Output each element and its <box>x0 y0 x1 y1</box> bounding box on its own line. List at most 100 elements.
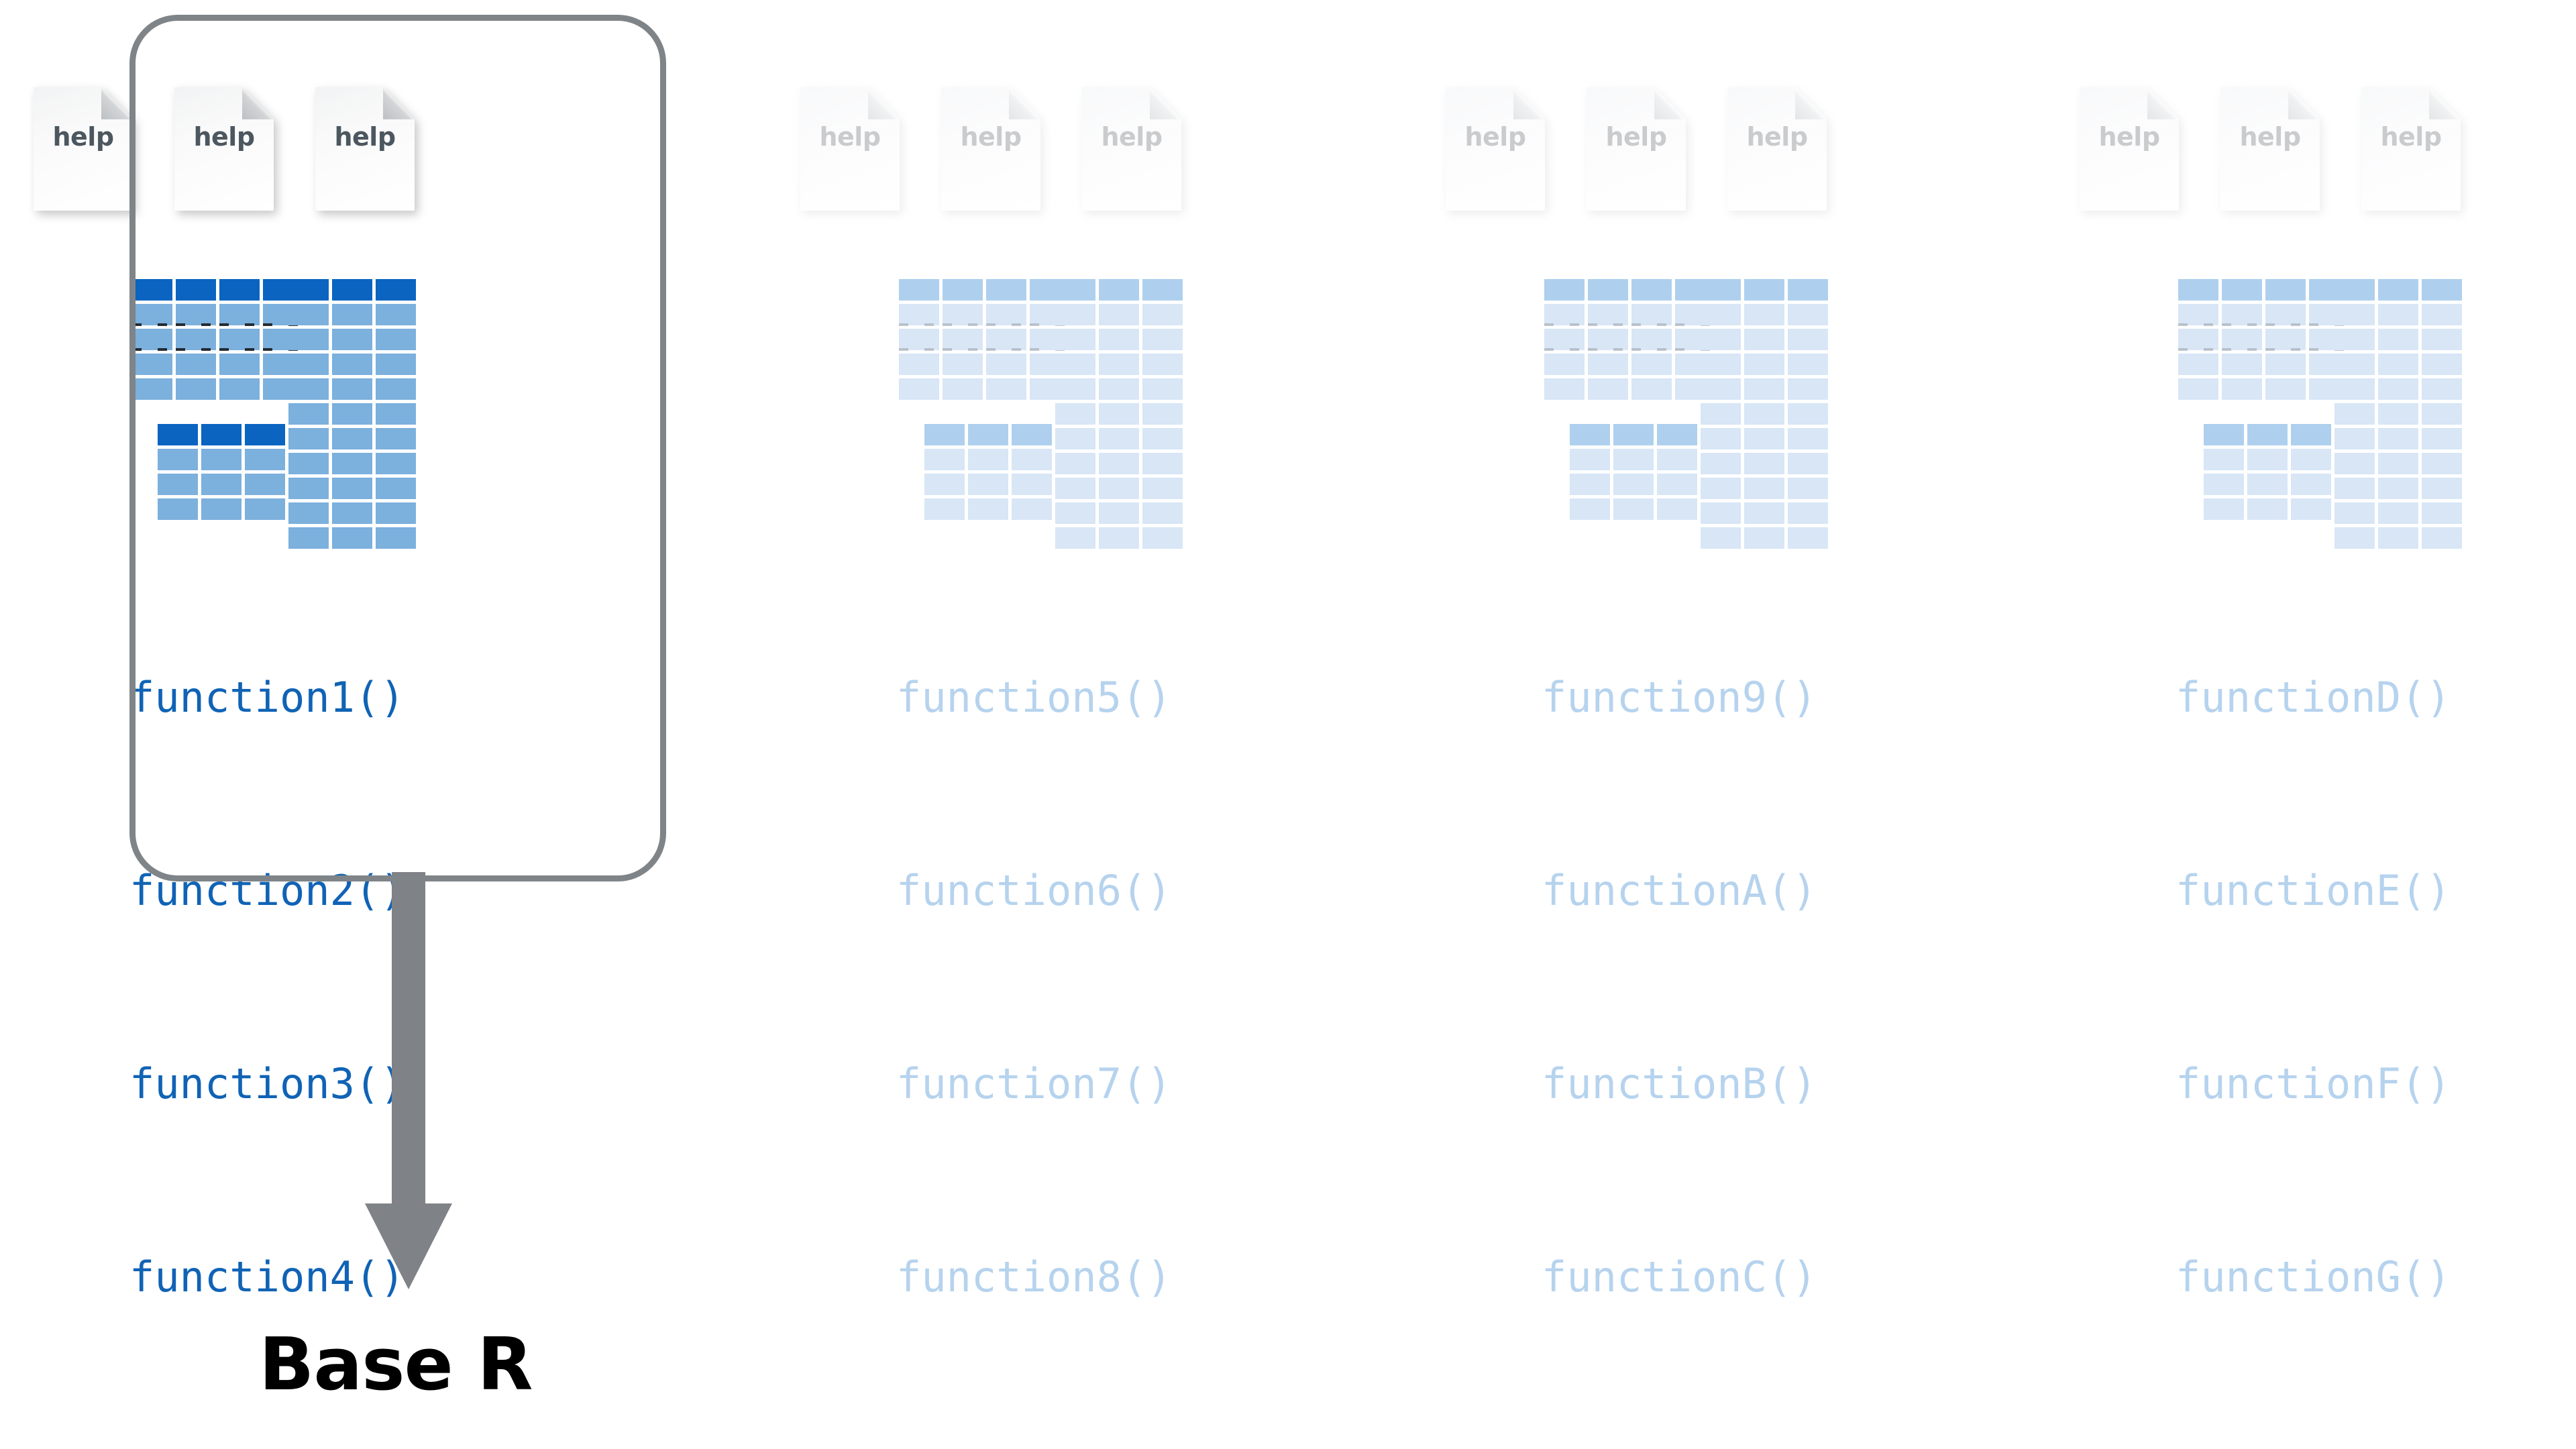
table-cell <box>1788 403 1828 425</box>
help-document-icon[interactable]: help <box>1082 87 1181 211</box>
table-cell <box>2265 354 2306 375</box>
table-cell <box>2247 498 2288 520</box>
table-cell <box>1544 354 1585 375</box>
data-table-b <box>158 424 285 520</box>
table-cell <box>1701 329 1741 350</box>
table-cell <box>924 449 965 470</box>
function-item[interactable]: function4() <box>129 1252 405 1301</box>
package-group-3[interactable]: help help help <box>1446 0 2103 1301</box>
help-document-icon[interactable]: help <box>1446 87 1545 211</box>
table-cell <box>2334 502 2375 524</box>
table-cell <box>376 329 416 350</box>
function-item[interactable]: function8() <box>896 1252 1172 1301</box>
data-table-c <box>1701 279 1828 549</box>
function-item[interactable]: functionB() <box>1542 1059 1817 1108</box>
table-cell <box>2204 474 2244 495</box>
table-cell <box>376 428 416 449</box>
table-cell <box>1142 428 1183 449</box>
table-cell <box>332 304 372 325</box>
table-cell <box>2291 474 2331 495</box>
data-table-a <box>1544 279 1715 400</box>
table-cell <box>1744 453 1784 474</box>
table-cell <box>943 304 983 326</box>
table-cell <box>2334 453 2375 474</box>
table-cell <box>245 474 285 495</box>
table-header-cell <box>201 424 241 445</box>
document-fold-corner <box>2288 87 2320 119</box>
table-cell <box>2334 403 2375 425</box>
row-dash-marker <box>943 323 983 326</box>
document-fold-corner <box>1149 87 1181 119</box>
function-item[interactable]: function6() <box>896 866 1172 915</box>
row-dash-marker <box>1030 348 1070 351</box>
table-cell <box>2222 329 2262 351</box>
package-group-2[interactable]: help help help <box>800 0 1458 1301</box>
function-item[interactable]: functionD() <box>2176 673 2451 722</box>
table-cell <box>2378 428 2418 449</box>
help-document-icon[interactable]: help <box>2220 87 2320 211</box>
table-cell <box>1588 378 1628 400</box>
table-cell <box>176 329 216 351</box>
help-document-icon[interactable]: help <box>800 87 900 211</box>
table-cell <box>288 453 329 474</box>
table-cell <box>1570 498 1610 520</box>
function-item[interactable]: function1() <box>129 673 405 722</box>
table-cell <box>2291 498 2331 520</box>
table-header-cell <box>2291 424 2331 445</box>
table-cell <box>158 449 198 470</box>
function-item[interactable]: functionE() <box>2176 866 2451 915</box>
package-group-1[interactable]: help help help <box>34 0 691 1301</box>
table-header-cell <box>2422 279 2462 301</box>
document-fold-corner <box>1794 87 1827 119</box>
table-cell <box>1657 498 1697 520</box>
function-item[interactable]: function7() <box>896 1059 1172 1108</box>
table-cell <box>2422 304 2462 325</box>
table-header-cell <box>245 424 285 445</box>
help-doc-label: help <box>1464 122 1526 152</box>
help-document-icon[interactable]: help <box>34 87 133 211</box>
table-cell <box>1701 403 1741 425</box>
function-item[interactable]: functionF() <box>2176 1059 2451 1108</box>
table-cell <box>201 449 241 470</box>
help-document-icon[interactable]: help <box>1587 87 1686 211</box>
table-cell <box>1701 378 1741 400</box>
function-item[interactable]: function3() <box>129 1059 405 1108</box>
function-item[interactable]: functionC() <box>1542 1252 1817 1301</box>
help-document-icon[interactable]: help <box>941 87 1040 211</box>
table-cell <box>132 354 172 375</box>
row-dash-marker <box>2222 348 2262 351</box>
table-header-cell <box>1142 279 1183 301</box>
help-docs-row: help help help <box>2080 87 2502 211</box>
table-header-cell <box>2222 279 2262 301</box>
table-cell <box>1701 502 1741 524</box>
help-document-icon[interactable]: help <box>1727 87 1827 211</box>
row-dash-marker <box>1588 323 1628 326</box>
function-item[interactable]: function9() <box>1542 673 1817 722</box>
help-document-icon[interactable]: help <box>174 87 274 211</box>
table-cell <box>1744 354 1784 375</box>
table-cell <box>288 527 329 549</box>
help-document-icon[interactable]: help <box>315 87 415 211</box>
table-cell <box>219 354 260 375</box>
table-cell <box>1701 354 1741 375</box>
document-fold-corner <box>101 87 133 119</box>
table-cell <box>2265 378 2306 400</box>
table-cell <box>2334 527 2375 549</box>
package-group-4[interactable]: help help help <box>2080 0 2576 1301</box>
table-cell <box>2422 378 2462 400</box>
row-dash-marker <box>1675 323 1715 326</box>
help-document-icon[interactable]: help <box>2361 87 2461 211</box>
row-dash-marker <box>176 323 216 326</box>
table-cell <box>924 474 965 495</box>
function-item[interactable]: functionA() <box>1542 866 1817 915</box>
table-cell <box>986 354 1026 375</box>
help-doc-label: help <box>2380 122 2442 152</box>
table-header-cell <box>2178 279 2218 301</box>
table-header-cell <box>1657 424 1697 445</box>
function-item[interactable]: function5() <box>896 673 1172 722</box>
table-cell <box>1012 474 1052 495</box>
function-item[interactable]: functionG() <box>2176 1252 2451 1301</box>
help-doc-label: help <box>334 122 396 152</box>
row-dash-marker <box>2265 323 2306 326</box>
help-document-icon[interactable]: help <box>2080 87 2179 211</box>
